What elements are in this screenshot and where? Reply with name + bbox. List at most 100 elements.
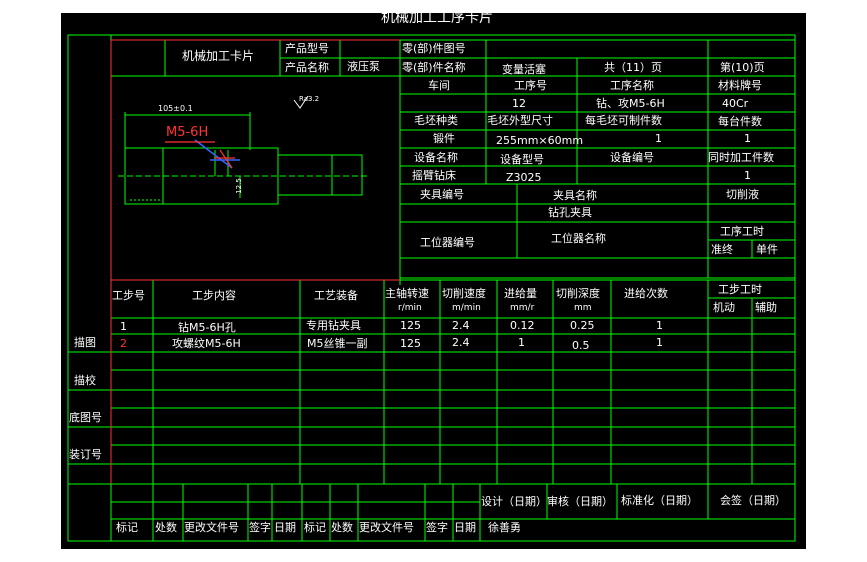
- equip-model-label: 设备型号: [500, 153, 544, 166]
- footer-col-count-1: 处数: [155, 521, 177, 534]
- leader-line: [194, 139, 240, 169]
- footer-review: 审核（日期）: [547, 495, 613, 508]
- cad-viewport[interactable]: [61, 13, 806, 549]
- time-aux-header: 辅助: [755, 301, 777, 314]
- footer-sign: 会签（日期）: [720, 494, 786, 507]
- parallel-label: 同时加工件数: [708, 151, 774, 164]
- thread-marker: [165, 141, 235, 169]
- depth-header: 切削深度: [556, 287, 600, 300]
- blank-size-value: 255mm×60mm: [496, 134, 584, 147]
- workshop-label: 车间: [428, 79, 450, 92]
- spindle-header: 主轴转速: [385, 287, 429, 300]
- footer-design: 设计（日期）: [481, 495, 547, 508]
- roughness-symbol: [293, 95, 309, 109]
- station-no-label: 工位器编号: [420, 236, 475, 249]
- equip-name-value: 摇臂钻床: [412, 169, 456, 182]
- dim-length: 105±0.1: [158, 104, 193, 113]
- equip-model-value: Z3025: [506, 171, 542, 184]
- step-content-header: 工步内容: [192, 289, 236, 302]
- equip-no-label: 设备编号: [610, 151, 654, 164]
- equip-name-label: 设备名称: [414, 151, 458, 164]
- material-value: 40Cr: [722, 97, 749, 110]
- speed-header: 切削速度: [442, 287, 486, 300]
- station-name-label: 工位器名称: [551, 232, 606, 245]
- footer-col-change-2: 更改文件号: [359, 521, 414, 534]
- feed-header: 进给量: [504, 287, 537, 300]
- side-label-base-no: 底图号: [69, 411, 102, 424]
- step-2-speed: 2.4: [452, 336, 470, 349]
- material-label: 材料牌号: [718, 79, 762, 92]
- step-2-feed: 1: [518, 336, 525, 349]
- depth-unit: mm: [574, 303, 592, 313]
- step-1-spindle: 125: [400, 319, 421, 332]
- total-pages: 共（11）页: [604, 61, 662, 74]
- page-no: 第(10)页: [720, 61, 765, 74]
- fixture-name-value: 钻孔夹具: [548, 206, 592, 219]
- step-1-no: 1: [120, 320, 127, 333]
- part-drawing: [118, 112, 368, 205]
- blank-size-label: 毛坯外型尺寸: [487, 114, 553, 127]
- step-time-header: 工步工时: [718, 283, 762, 296]
- time-machine-header: 机动: [713, 301, 735, 314]
- footer-col-count-2: 处数: [331, 521, 353, 534]
- spindle-unit: r/min: [398, 303, 422, 313]
- step-no-header: 工步号: [112, 289, 145, 302]
- side-label-binding-no: 装订号: [69, 448, 102, 461]
- pieces-per-blank-label: 每毛坯可制件数: [585, 114, 662, 127]
- step-1-speed: 2.4: [452, 319, 470, 332]
- part-name-value: 变量活塞: [502, 63, 546, 76]
- equipment-header: 工艺装备: [314, 289, 358, 302]
- step-2-content: 攻螺纹M5-6H: [172, 337, 241, 350]
- footer-col-mark-2: 标记: [304, 521, 326, 534]
- op-time-label: 工序工时: [720, 225, 764, 238]
- coolant-label: 切削液: [726, 188, 759, 201]
- step-1-passes: 1: [656, 319, 663, 332]
- step-2-spindle: 125: [400, 337, 421, 350]
- red-frame: [110, 39, 400, 484]
- dim-vertical: 12.5: [234, 178, 243, 194]
- op-name-label: 工序名称: [610, 79, 654, 92]
- step-1-content: 钻M5-6H孔: [178, 321, 236, 334]
- step-2-no: 2: [120, 337, 127, 350]
- footer-standard: 标准化（日期）: [621, 494, 698, 507]
- footer-col-mark-1: 标记: [116, 521, 138, 534]
- passes-header: 进给次数: [624, 287, 668, 300]
- op-time-unit: 单件: [756, 243, 778, 256]
- part-drawing-no-label: 零(部)件图号: [402, 42, 466, 55]
- step-2-passes: 1: [656, 336, 663, 349]
- part-name-label: 零(部)件名称: [402, 61, 466, 74]
- step-1-equip: 专用钻夹具: [306, 319, 361, 332]
- footer-col-change-1: 更改文件号: [184, 521, 239, 534]
- fixture-no-label: 夹具编号: [420, 188, 464, 201]
- roughness-value: Ra3.2: [299, 95, 320, 103]
- op-name-value: 钻、攻M5-6H: [596, 97, 665, 110]
- feed-unit: mm/r: [510, 303, 535, 313]
- footer-col-sign-2: 签字: [426, 521, 448, 534]
- blank-type-label: 毛坯种类: [414, 114, 458, 127]
- footer-designer: 徐善勇: [488, 521, 521, 534]
- side-label-trace-check: 描校: [74, 374, 96, 387]
- step-2-equip: M5丝锥一副: [307, 337, 368, 350]
- blank-type-value: 锻件: [433, 132, 455, 145]
- step-2-depth: 0.5: [572, 339, 590, 352]
- pieces-per-blank-value: 1: [655, 132, 662, 145]
- pieces-per-unit-label: 每台件数: [718, 115, 762, 128]
- footer-col-date-2: 日期: [454, 521, 476, 534]
- thread-label: M5-6H: [166, 125, 209, 140]
- step-1-feed: 0.12: [510, 319, 535, 332]
- product-name-label: 产品名称: [285, 61, 329, 74]
- side-label-trace: 描图: [74, 336, 96, 349]
- footer-col-sign-1: 签字: [249, 521, 271, 534]
- op-no-value: 12: [512, 97, 526, 110]
- window-title: 机械加工工序卡片: [381, 10, 493, 26]
- parallel-value: 1: [744, 169, 751, 182]
- card-title: 机械加工卡片: [182, 49, 255, 63]
- product-name-value: 液压泵: [347, 60, 380, 73]
- product-model-label: 产品型号: [285, 42, 329, 55]
- fixture-name-label: 夹具名称: [553, 189, 597, 202]
- pieces-per-unit-value: 1: [744, 132, 751, 145]
- footer-col-date-1: 日期: [274, 521, 296, 534]
- op-no-label: 工序号: [514, 79, 547, 92]
- op-time-final: 准终: [711, 243, 733, 256]
